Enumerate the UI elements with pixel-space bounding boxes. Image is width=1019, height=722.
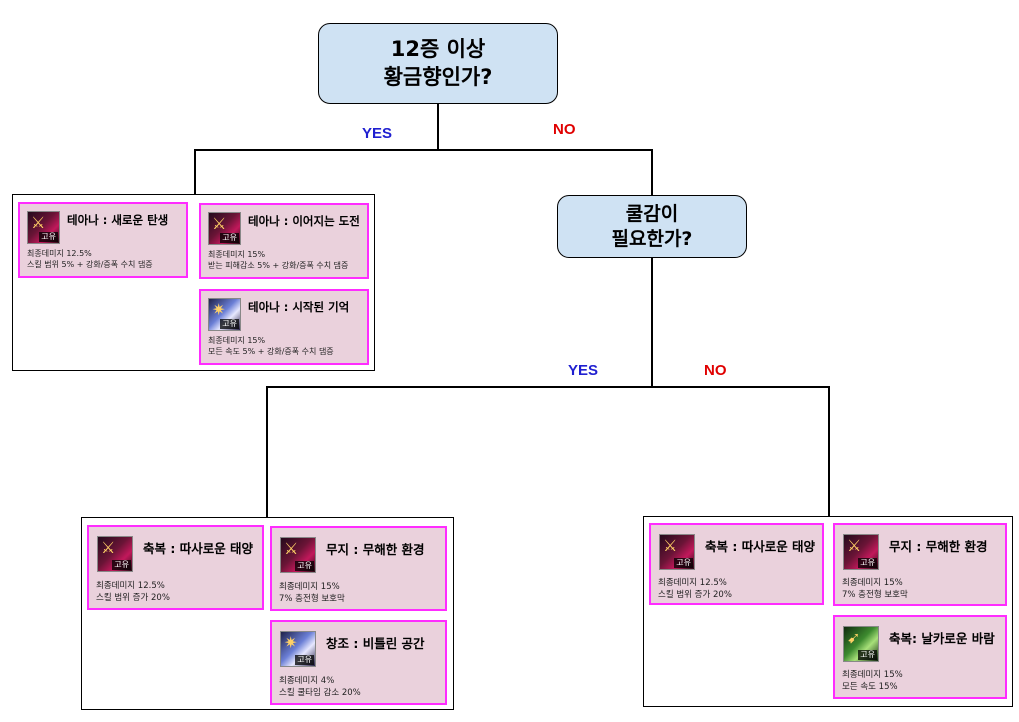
connector-root-down: [437, 103, 439, 150]
unique-tag: 고유: [858, 650, 877, 660]
unique-tag: 고유: [220, 319, 239, 329]
sword-icon: ⚔고유: [280, 537, 316, 573]
item-desc-line1: 최종데미지 15%: [279, 582, 340, 592]
item-title: 테아나 : 이어지는 도전: [248, 214, 360, 228]
root-decision-line2: 황금향인가?: [383, 64, 493, 89]
item-desc-line1: 최종데미지 12.5%: [96, 581, 165, 591]
sword-icon: ⚔고유: [27, 211, 60, 244]
item-card: ⚔고유 무지 : 무해한 환경 최종데미지 15% 7% 충전형 보호막: [833, 523, 1007, 606]
root-no-label: NO: [553, 121, 576, 138]
connector-second-no-down: [828, 386, 830, 517]
item-title: 무지 : 무해한 환경: [326, 542, 425, 557]
second-decision-node: 쿨감이 필요한가?: [557, 195, 747, 258]
item-desc-line2: 7% 충전형 보호막: [279, 594, 345, 604]
unique-tag: 고유: [295, 655, 314, 665]
item-card: ⚔고유 축복 : 따사로운 태양 최종데미지 12.5% 스킬 범위 증가 20…: [87, 525, 264, 610]
item-desc-line2: 스킬 범위 증가 20%: [658, 590, 732, 600]
item-desc-line1: 최종데미지 12.5%: [27, 249, 92, 258]
unique-tag: 고유: [112, 560, 131, 570]
item-desc-line1: 최종데미지 12.5%: [658, 578, 727, 588]
item-card: ⚔고유 테아나 : 새로운 탄생 최종데미지 12.5% 스킬 범위 5% + …: [18, 202, 188, 278]
root-yes-label: YES: [362, 125, 393, 142]
item-card: ✷고유 테아나 : 시작된 기억 최종데미지 15% 모든 속도 5% + 강화…: [199, 289, 369, 365]
connector-second-horizontal: [266, 386, 829, 388]
item-desc-line1: 최종데미지 15%: [208, 250, 266, 259]
result-group-cooldown: ⚔고유 축복 : 따사로운 태양 최종데미지 12.5% 스킬 범위 증가 20…: [81, 517, 454, 710]
item-title: 축복 : 따사로운 태양: [143, 541, 254, 556]
item-desc-line2: 모든 속도 5% + 강화/증폭 수치 댐증: [208, 347, 334, 356]
second-no-label: NO: [704, 362, 727, 379]
item-title: 테아나 : 새로운 탄생: [67, 213, 169, 227]
connector-root-yes-down: [194, 149, 196, 195]
connector-second-down: [651, 257, 653, 387]
item-desc-line1: 최종데미지 15%: [842, 578, 903, 588]
unique-tag: 고유: [39, 232, 58, 242]
sword-icon: ⚔고유: [208, 212, 241, 245]
light-burst-icon: ✷고유: [208, 298, 241, 331]
item-card: ⚔고유 무지 : 무해한 환경 최종데미지 15% 7% 충전형 보호막: [270, 526, 447, 611]
sword-icon: ⚔고유: [659, 534, 695, 570]
item-desc-line2: 스킬 범위 증가 20%: [96, 593, 170, 603]
result-group-gold: ⚔고유 테아나 : 새로운 탄생 최종데미지 12.5% 스킬 범위 5% + …: [12, 194, 375, 371]
second-decision-line1: 쿨감이: [625, 202, 679, 225]
second-decision-line2: 필요한가?: [611, 227, 693, 250]
sword-icon: ⚔고유: [843, 534, 879, 570]
item-title: 창조 : 비틀린 공간: [326, 636, 425, 651]
item-title: 테아나 : 시작된 기억: [248, 300, 350, 314]
unique-tag: 고유: [295, 561, 314, 571]
item-desc-line1: 최종데미지 15%: [842, 670, 903, 680]
unique-tag: 고유: [858, 558, 877, 568]
item-desc-line1: 최종데미지 4%: [279, 676, 335, 686]
item-title: 축복 : 따사로운 태양: [705, 539, 816, 554]
item-desc-line2: 모든 속도 15%: [842, 682, 898, 692]
second-yes-label: YES: [568, 362, 599, 379]
unique-tag: 고유: [220, 233, 239, 243]
connector-root-horizontal: [194, 149, 652, 151]
item-card: ⚔고유 테아나 : 이어지는 도전 최종데미지 15% 받는 피해감소 5% +…: [199, 203, 369, 279]
wind-blade-icon: ➹고유: [843, 626, 879, 662]
root-decision-line1: 12증 이상: [390, 37, 486, 62]
item-desc-line2: 스킬 쿨타임 감소 20%: [279, 688, 361, 698]
sword-icon: ⚔고유: [97, 536, 133, 572]
connector-root-no-down: [651, 149, 653, 196]
result-group-no-cooldown: ⚔고유 축복 : 따사로운 태양 최종데미지 12.5% 스킬 범위 증가 20…: [643, 516, 1013, 707]
item-title: 무지 : 무해한 환경: [889, 539, 988, 554]
unique-tag: 고유: [674, 558, 693, 568]
light-burst-icon: ✷고유: [280, 631, 316, 667]
item-desc-line1: 최종데미지 15%: [208, 336, 266, 345]
item-title: 축복: 날카로운 바람: [889, 631, 995, 646]
item-desc-line2: 스킬 범위 5% + 강화/증폭 수치 댐증: [27, 260, 153, 269]
item-desc-line2: 7% 충전형 보호막: [842, 590, 908, 600]
item-card: ➹고유 축복: 날카로운 바람 최종데미지 15% 모든 속도 15%: [833, 615, 1007, 699]
item-card: ⚔고유 축복 : 따사로운 태양 최종데미지 12.5% 스킬 범위 증가 20…: [649, 523, 824, 605]
item-desc-line2: 받는 피해감소 5% + 강화/증폭 수치 댐증: [208, 261, 349, 270]
connector-second-yes-down: [266, 386, 268, 517]
item-card: ✷고유 창조 : 비틀린 공간 최종데미지 4% 스킬 쿨타임 감소 20%: [270, 620, 447, 705]
root-decision-node: 12증 이상 황금향인가?: [318, 23, 558, 104]
